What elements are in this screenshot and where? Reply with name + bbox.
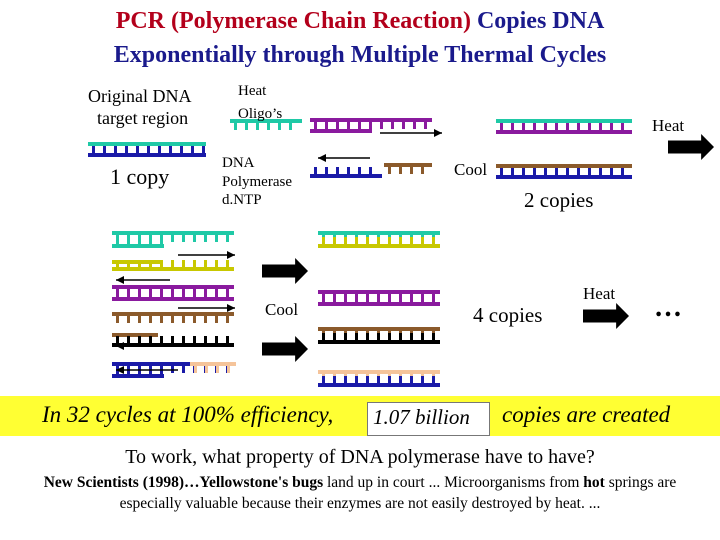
note-hot: hot bbox=[583, 474, 605, 491]
heat-arrow-icon bbox=[668, 134, 714, 160]
left-arrow-5 bbox=[116, 366, 178, 374]
copy2-bottom-b bbox=[496, 168, 632, 179]
label-cool-1: Cool bbox=[454, 160, 488, 179]
label-one-copy: 1 copy bbox=[110, 164, 170, 189]
left-arrow-1 bbox=[178, 251, 235, 259]
question-text: To work, what property of DNA polymerase… bbox=[125, 446, 595, 468]
heat-arrow-icon-2 bbox=[583, 303, 629, 329]
label-heat-1: Heat bbox=[238, 83, 267, 99]
label-heat-right: Heat bbox=[652, 116, 685, 135]
label-polymerase: Polymerase bbox=[222, 174, 292, 190]
label-oligos: Oligo’s bbox=[238, 106, 283, 122]
left-teal-top bbox=[112, 231, 234, 242]
page-title-line2: Exponentially through Multiple Thermal C… bbox=[113, 42, 607, 68]
extension-arrow-2 bbox=[318, 154, 370, 162]
mid-olive-bottom bbox=[318, 237, 440, 248]
label-heat-lower: Heat bbox=[583, 284, 616, 303]
banner-suffix: copies are created bbox=[502, 402, 671, 427]
primer-brown bbox=[384, 163, 432, 174]
label-target-region: target region bbox=[97, 108, 189, 128]
page-title-line1: PCR (Polymerase Chain Reaction) Copies D… bbox=[0, 8, 720, 35]
left-peach-primer bbox=[190, 362, 236, 373]
note-part1: land up in court ... Microorganisms from bbox=[323, 474, 584, 491]
label-dntp: d.NTP bbox=[222, 192, 262, 208]
left-arrow-2 bbox=[116, 276, 170, 284]
efficiency-banner bbox=[0, 396, 720, 436]
mid-blue-bottom bbox=[318, 376, 440, 387]
label-two-copies: 2 copies bbox=[524, 188, 594, 212]
note-source: New Scientists (1998)…Yellowstone's bugs bbox=[43, 474, 324, 491]
oligo-primer-bottom bbox=[310, 122, 372, 133]
denatured-top-strand bbox=[230, 119, 302, 130]
left-arrow-3 bbox=[178, 304, 235, 312]
extension-arrow-1 bbox=[380, 129, 442, 137]
left-purple-bottom bbox=[112, 290, 234, 301]
denatured-bottom-strand bbox=[310, 167, 382, 178]
left-arrow-4 bbox=[116, 342, 170, 350]
label-dna: DNA bbox=[222, 155, 255, 171]
mid-black-bottom bbox=[318, 333, 440, 344]
left-blue-primer bbox=[112, 367, 164, 378]
left-teal-primer bbox=[112, 237, 164, 248]
news-note: New Scientists (1998)…Yellowstone's bugs… bbox=[14, 472, 706, 514]
title-pcr: PCR (Polymerase Chain Reaction) bbox=[115, 8, 471, 34]
title-copies-dna: Copies DNA bbox=[476, 8, 605, 34]
copy2-bottom-a bbox=[496, 123, 632, 134]
left-black-bottom bbox=[112, 336, 234, 347]
original-bottom-strand bbox=[88, 146, 206, 157]
label-original-dna: Original DNA bbox=[88, 86, 192, 106]
billion-highlight-box bbox=[367, 402, 490, 436]
banner-prefix: In 32 cycles at 100% efficiency, bbox=[42, 402, 334, 427]
label-cool-2: Cool bbox=[265, 300, 299, 319]
mid-purple-bottom bbox=[318, 295, 440, 306]
note-part2: springs are especially valuable because … bbox=[119, 474, 677, 512]
banner-billion: 1.07 billion bbox=[373, 405, 470, 429]
cool-arrow-icon-2 bbox=[262, 336, 308, 362]
label-ellipsis: … bbox=[654, 292, 682, 323]
label-four-copies: 4 copies bbox=[473, 303, 543, 327]
left-olive-bottom bbox=[112, 260, 234, 271]
cool-arrow-icon-1 bbox=[262, 258, 308, 284]
left-brown-top bbox=[112, 312, 234, 323]
